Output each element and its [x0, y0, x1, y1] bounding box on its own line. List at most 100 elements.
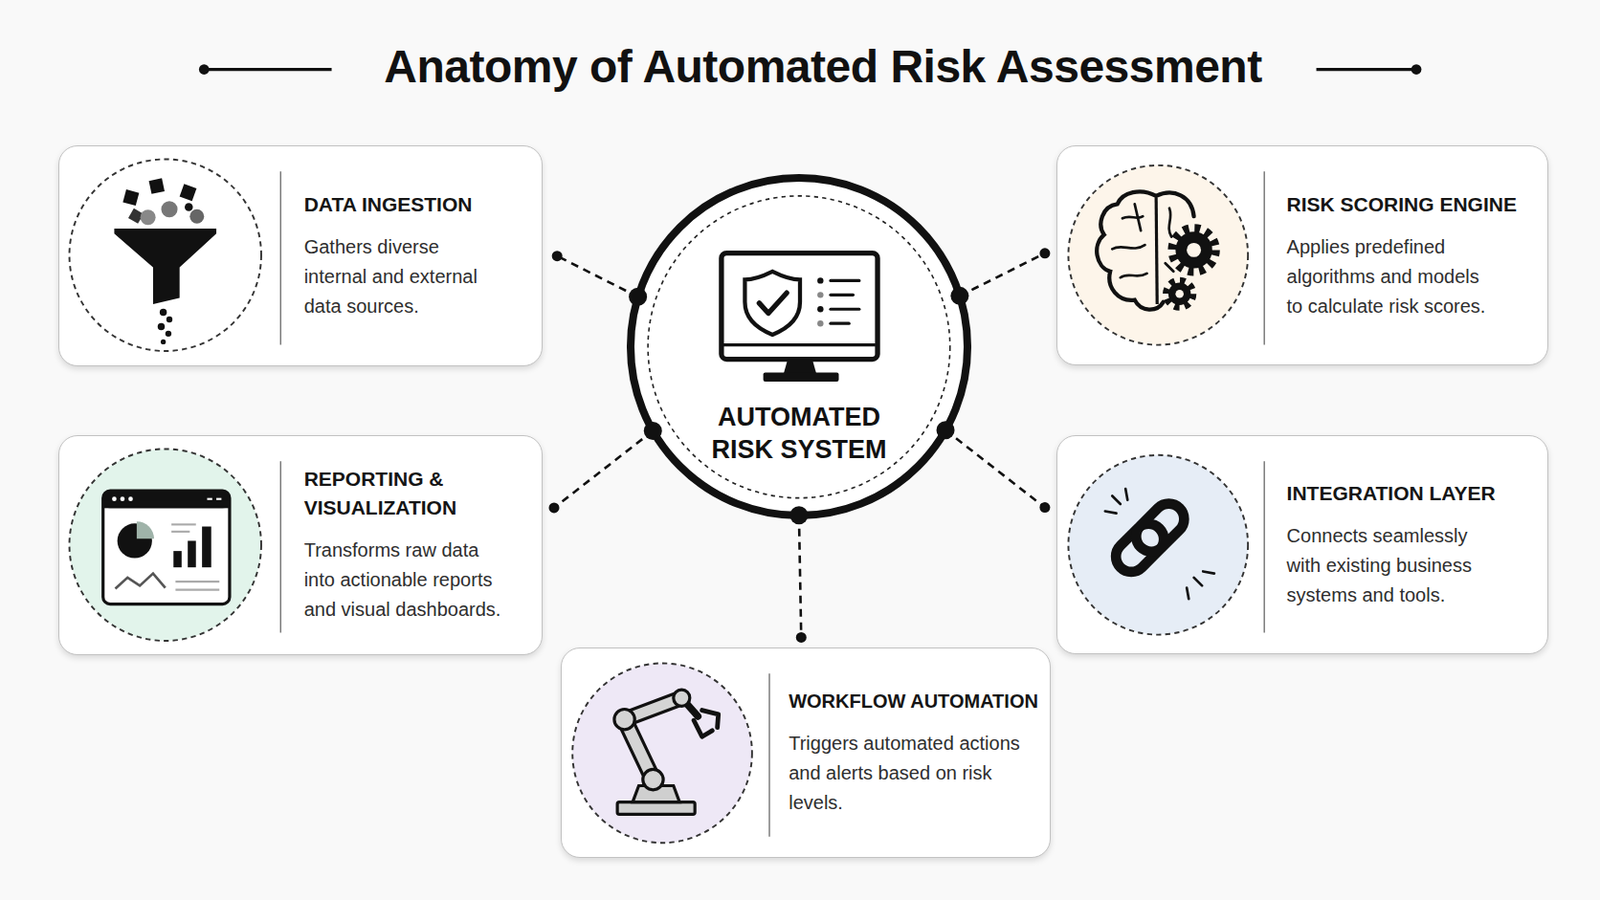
feature-card: REPORTING & VISUALIZATIONTransforms raw …: [58, 435, 544, 655]
rule-line: [203, 67, 332, 71]
window-bar: [103, 501, 230, 509]
window-dash: [206, 498, 212, 501]
gear-hole: [1186, 243, 1201, 258]
chain-links: [1110, 497, 1191, 578]
rule-line: [1316, 67, 1418, 71]
trend-line: [114, 574, 165, 590]
feature-card: RISK SCORING ENGINEApplies predefined al…: [1056, 145, 1549, 365]
drip-dot: [165, 331, 172, 337]
connector-dot: [796, 632, 807, 644]
arm-base: [632, 786, 680, 803]
bar: [173, 551, 182, 568]
window-frame: [103, 490, 230, 604]
list-dot: [817, 320, 823, 327]
icon-circle: [1067, 165, 1248, 346]
pie-slice: [136, 521, 155, 539]
chain-link: [1110, 517, 1171, 578]
connector-dot: [644, 422, 663, 441]
divider-line: [1264, 461, 1266, 633]
data-cube: [149, 177, 165, 194]
brain-folds: [1111, 203, 1174, 278]
diagram-title: Anatomy of Automated Risk Assessment: [0, 36, 1600, 98]
funnel-icon: [113, 177, 217, 345]
hub-label-line: AUTOMATED RISK SYSTEM: [698, 400, 900, 467]
funnel-shape: [113, 228, 217, 305]
card-heading: WORKFLOW AUTOMATION: [788, 687, 1039, 716]
spark-line: [1202, 571, 1215, 574]
feature-card: DATA INGESTIONGathers diverse internal a…: [58, 145, 544, 366]
card-heading: RISK SCORING ENGINE: [1287, 190, 1517, 220]
window-dot: [128, 496, 134, 502]
dashed-connector: [945, 430, 1045, 509]
card-body: Connects seamlessly with existing busine…: [1287, 521, 1489, 611]
data-ball: [184, 202, 194, 212]
window-dot: [120, 496, 126, 502]
chain-icon: [1105, 488, 1215, 600]
data-cube: [128, 208, 144, 224]
feature-card: INTEGRATION LAYER Connects seamlessly wit…: [1056, 435, 1549, 654]
card-dividers: [280, 171, 1265, 838]
monitor-icon: [721, 253, 878, 382]
icon-circle: [572, 663, 753, 844]
monitor-neck: [783, 359, 817, 375]
list-line: [830, 322, 849, 326]
data-ball: [189, 209, 204, 224]
bar: [187, 540, 197, 568]
gripper-claw: [702, 711, 719, 729]
title-rule: [199, 64, 1422, 75]
brain-outline: [1096, 191, 1163, 310]
gear-teeth: [1172, 228, 1216, 272]
gripper-claw: [693, 720, 712, 737]
spark-line: [1105, 511, 1117, 514]
shield-symbol: [744, 271, 800, 335]
rule-dot: [199, 64, 210, 75]
monitor-screen: [721, 253, 878, 360]
spark-line: [1111, 496, 1121, 506]
card-body: Gathers diverse internal and external da…: [304, 232, 491, 322]
list-dot: [817, 277, 823, 284]
connector-dot: [548, 502, 559, 513]
list-lines: [830, 280, 860, 324]
connector-dot: [552, 250, 563, 262]
card-text-column: REPORTING & VISUALIZATIONTransforms raw …: [304, 436, 515, 654]
gear-body: [1168, 283, 1191, 306]
bar: [201, 527, 212, 569]
data-cube: [122, 189, 139, 206]
chart-line: [171, 523, 197, 526]
icon-circles: [69, 158, 1249, 844]
arm-wrist: [681, 698, 698, 717]
arm-segment: [624, 719, 654, 780]
dashed-connector: [554, 431, 653, 509]
data-ball: [140, 209, 156, 225]
hub-inner-ring: [647, 196, 951, 499]
drip-dot: [159, 309, 167, 316]
hub-label: AUTOMATED RISK SYSTEM: [698, 400, 900, 467]
connector-dot: [628, 288, 647, 307]
drip-dot: [160, 339, 166, 345]
list-dot: [817, 306, 823, 312]
data-ball: [160, 200, 178, 218]
list-line: [830, 279, 860, 283]
divider-line: [768, 673, 770, 838]
list-line: [830, 293, 853, 297]
rule-dot: [1411, 64, 1423, 75]
chart-line: [171, 531, 190, 534]
hub-circle: AUTOMATED RISK SYSTEM: [626, 174, 972, 519]
brain-outline: [1155, 193, 1194, 218]
arm-outline: [624, 698, 683, 720]
connector-dot: [789, 506, 808, 525]
card-text-column: WORKFLOW AUTOMATIONTriggers automated ac…: [788, 648, 1039, 858]
arm-segment: [624, 698, 683, 720]
card-heading: REPORTING & VISUALIZATION: [304, 465, 515, 523]
divider-line: [280, 461, 282, 633]
list-line: [830, 308, 860, 312]
card-heading: INTEGRATION LAYER: [1287, 479, 1496, 509]
spark-line: [1194, 577, 1203, 587]
gear-teeth: [1166, 280, 1194, 308]
list-dots: [817, 277, 823, 327]
card-text-column: DATA INGESTIONGathers diverse internal a…: [304, 146, 491, 365]
monitor-bezel: [723, 343, 876, 347]
robot-arm-icon: [614, 689, 719, 815]
chart-line: [175, 589, 220, 592]
